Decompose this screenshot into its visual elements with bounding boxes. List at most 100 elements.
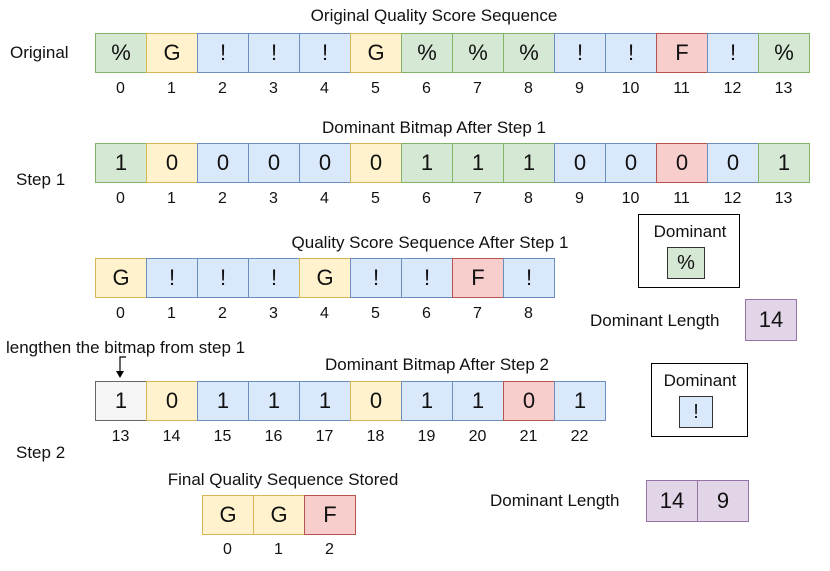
bitmap-cell: 0 <box>656 143 708 183</box>
bitmap-cell: 1 <box>197 381 249 421</box>
index-label: 2 <box>325 541 334 558</box>
index-label: 11 <box>673 80 690 97</box>
bitmap-cell: 0 <box>554 143 606 183</box>
quality-score-cell: F <box>304 495 356 535</box>
bitmap-cell: 0 <box>707 143 759 183</box>
index-label: 11 <box>673 190 690 207</box>
step2-bitmap-title: Dominant Bitmap After Step 2 <box>325 355 549 374</box>
step1-bitmap-title: Dominant Bitmap After Step 1 <box>322 118 546 137</box>
index-label: 21 <box>519 428 538 445</box>
bitmap-cell: 0 <box>605 143 657 183</box>
bitmap-cell: 0 <box>350 381 402 421</box>
index-label: 1 <box>274 541 283 558</box>
index-label: 0 <box>116 80 125 97</box>
index-label: 5 <box>371 80 380 97</box>
step1-sequence-title: Quality Score Sequence After Step 1 <box>291 233 569 252</box>
index-label: 13 <box>111 428 130 445</box>
index-label: 5 <box>371 190 380 207</box>
bitmap-cell: 0 <box>503 381 555 421</box>
bitmap-cell: 1 <box>95 143 147 183</box>
index-label: 13 <box>774 190 793 207</box>
bitmap-cell: 0 <box>146 381 198 421</box>
index-label: 20 <box>468 428 487 445</box>
bitmap-cell: 1 <box>401 143 453 183</box>
quality-score-cell: ! <box>197 33 249 73</box>
step2-row-label: Step 2 <box>16 443 66 462</box>
original-row-label: Original <box>10 43 69 62</box>
original-sequence: %G!!!G%%%!!F!% <box>95 33 810 73</box>
bitmap-cell: 1 <box>248 381 300 421</box>
bitmap-cell: 1 <box>452 381 504 421</box>
index-label: 4 <box>320 190 329 207</box>
index-label: 2 <box>218 80 227 97</box>
index-label: 8 <box>524 80 533 97</box>
final-sequence-title: Final Quality Sequence Stored <box>167 470 399 489</box>
index-label: 8 <box>524 190 533 207</box>
quality-score-cell: % <box>758 33 810 73</box>
index-label: 7 <box>473 190 482 207</box>
index-label: 3 <box>269 190 278 207</box>
index-label: 0 <box>223 541 232 558</box>
quality-score-cell: ! <box>554 33 606 73</box>
dominant-length-cell: 14 <box>745 299 797 341</box>
dominant-title: Dominant <box>653 222 727 241</box>
quality-score-cell: F <box>656 33 708 73</box>
index-label: 7 <box>473 305 482 322</box>
index-label: 10 <box>621 190 640 207</box>
quality-score-cell: ! <box>146 258 198 298</box>
quality-score-cell: ! <box>299 33 351 73</box>
quality-score-cell: ! <box>401 258 453 298</box>
step1-row-label: Step 1 <box>16 170 66 189</box>
dominant-length-label: Dominant Length <box>590 311 720 330</box>
bitmap-cell: 1 <box>299 381 351 421</box>
index-label: 4 <box>320 80 329 97</box>
quality-score-cell: ! <box>248 258 300 298</box>
bitmap-cell: 0 <box>350 143 402 183</box>
index-label: 14 <box>162 428 181 445</box>
step1-sequence: G!!!G!!F! <box>95 258 555 298</box>
index-label: 15 <box>213 428 232 445</box>
dominant-symbol: ! <box>679 396 713 428</box>
final-sequence-indices: 0 1 2 <box>202 541 355 559</box>
dominant-box-step1: Dominant % <box>638 214 740 288</box>
bitmap-cell: 1 <box>554 381 606 421</box>
quality-score-cell: G <box>202 495 254 535</box>
index-label: 9 <box>575 80 584 97</box>
dominant-length-cell: 9 <box>697 480 749 522</box>
bitmap-cell: 1 <box>503 143 555 183</box>
original-title: Original Quality Score Sequence <box>310 6 558 25</box>
index-label: 18 <box>366 428 385 445</box>
index-label: 2 <box>218 190 227 207</box>
index-label: 5 <box>371 305 380 322</box>
quality-score-cell: ! <box>350 258 402 298</box>
quality-score-cell: G <box>95 258 147 298</box>
index-label: 1 <box>167 305 176 322</box>
quality-score-cell: ! <box>707 33 759 73</box>
index-label: 10 <box>621 80 640 97</box>
arrow-icon <box>116 356 126 378</box>
index-label: 9 <box>575 190 584 207</box>
dominant-box-step2: Dominant ! <box>651 363 748 437</box>
quality-score-cell: G <box>253 495 305 535</box>
index-label: 16 <box>264 428 283 445</box>
quality-score-cell: G <box>146 33 198 73</box>
quality-score-cell: ! <box>197 258 249 298</box>
quality-score-cell: ! <box>503 258 555 298</box>
bitmap-cell: 1 <box>401 381 453 421</box>
quality-score-cell: ! <box>605 33 657 73</box>
bitmap-cell: 0 <box>146 143 198 183</box>
bitmap-cell: 1 <box>95 381 147 421</box>
dominant-symbol: % <box>667 247 705 279</box>
lengthen-note: lengthen the bitmap from step 1 <box>6 338 246 357</box>
index-label: 1 <box>167 80 176 97</box>
quality-score-cell: % <box>452 33 504 73</box>
index-label: 22 <box>570 428 589 445</box>
dominant-length-values: 14 <box>745 299 797 341</box>
